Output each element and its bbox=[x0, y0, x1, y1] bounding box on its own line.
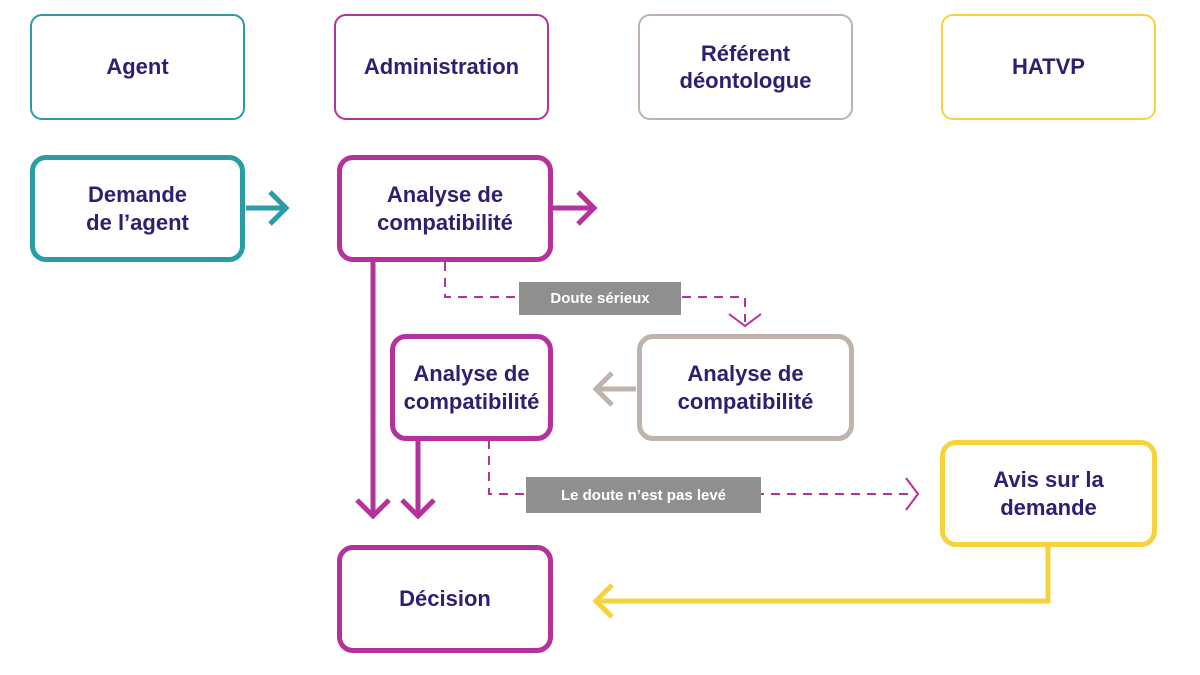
arrow-referent-to-admin-head bbox=[592, 371, 614, 407]
step-analyse-referent: Analyse de compatibilité bbox=[637, 334, 854, 441]
label-doute-non-leve: Le doute n’est pas levé bbox=[526, 477, 761, 513]
header-referent: Référent déontologue bbox=[638, 14, 853, 120]
arrow-analyse1-to-decision-head bbox=[355, 498, 391, 520]
step-decision: Décision bbox=[337, 545, 553, 653]
header-hatvp: HATVP bbox=[941, 14, 1156, 120]
arrow-analyse-out-head bbox=[576, 190, 598, 226]
arrow-avis-to-decision bbox=[598, 546, 1051, 604]
step-analyse-administration-2: Analyse de compatibilité bbox=[390, 334, 553, 441]
step-analyse-referent-label: Analyse de compatibilité bbox=[677, 361, 814, 414]
step-analyse-administration-label: Analyse de compatibilité bbox=[377, 182, 513, 235]
header-administration-label: Administration bbox=[363, 54, 520, 80]
arrow-demande-to-analyse-head bbox=[268, 190, 290, 226]
header-hatvp-label: HATVP bbox=[1012, 54, 1085, 80]
step-demande-agent: Demande de l’agent bbox=[30, 155, 245, 262]
label-doute-serieux: Doute sérieux bbox=[519, 282, 681, 315]
arrow-avis-to-decision-head bbox=[592, 583, 614, 619]
header-administration: Administration bbox=[334, 14, 549, 120]
label-doute-non-leve-text: Le doute n’est pas levé bbox=[560, 486, 727, 504]
step-demande-agent-label: Demande de l’agent bbox=[86, 182, 189, 235]
arrow-analyse2-to-decision-head bbox=[400, 498, 436, 520]
label-doute-serieux-text: Doute sérieux bbox=[550, 290, 650, 307]
dashed-doute-serieux-head bbox=[728, 313, 762, 328]
step-avis-hatvp: Avis sur la demande bbox=[940, 440, 1157, 547]
header-agent-label: Agent bbox=[106, 54, 169, 80]
dashed-doute-non-leve-head bbox=[905, 477, 920, 511]
step-decision-label: Décision bbox=[399, 586, 491, 612]
dashed-doute-non-leve bbox=[488, 440, 914, 495]
step-analyse-administration: Analyse de compatibilité bbox=[337, 155, 553, 262]
step-analyse-administration-2-label: Analyse de compatibilité bbox=[403, 361, 540, 414]
step-avis-hatvp-label: Avis sur la demande bbox=[993, 467, 1104, 520]
header-referent-label: Référent déontologue bbox=[679, 40, 812, 94]
header-agent: Agent bbox=[30, 14, 245, 120]
